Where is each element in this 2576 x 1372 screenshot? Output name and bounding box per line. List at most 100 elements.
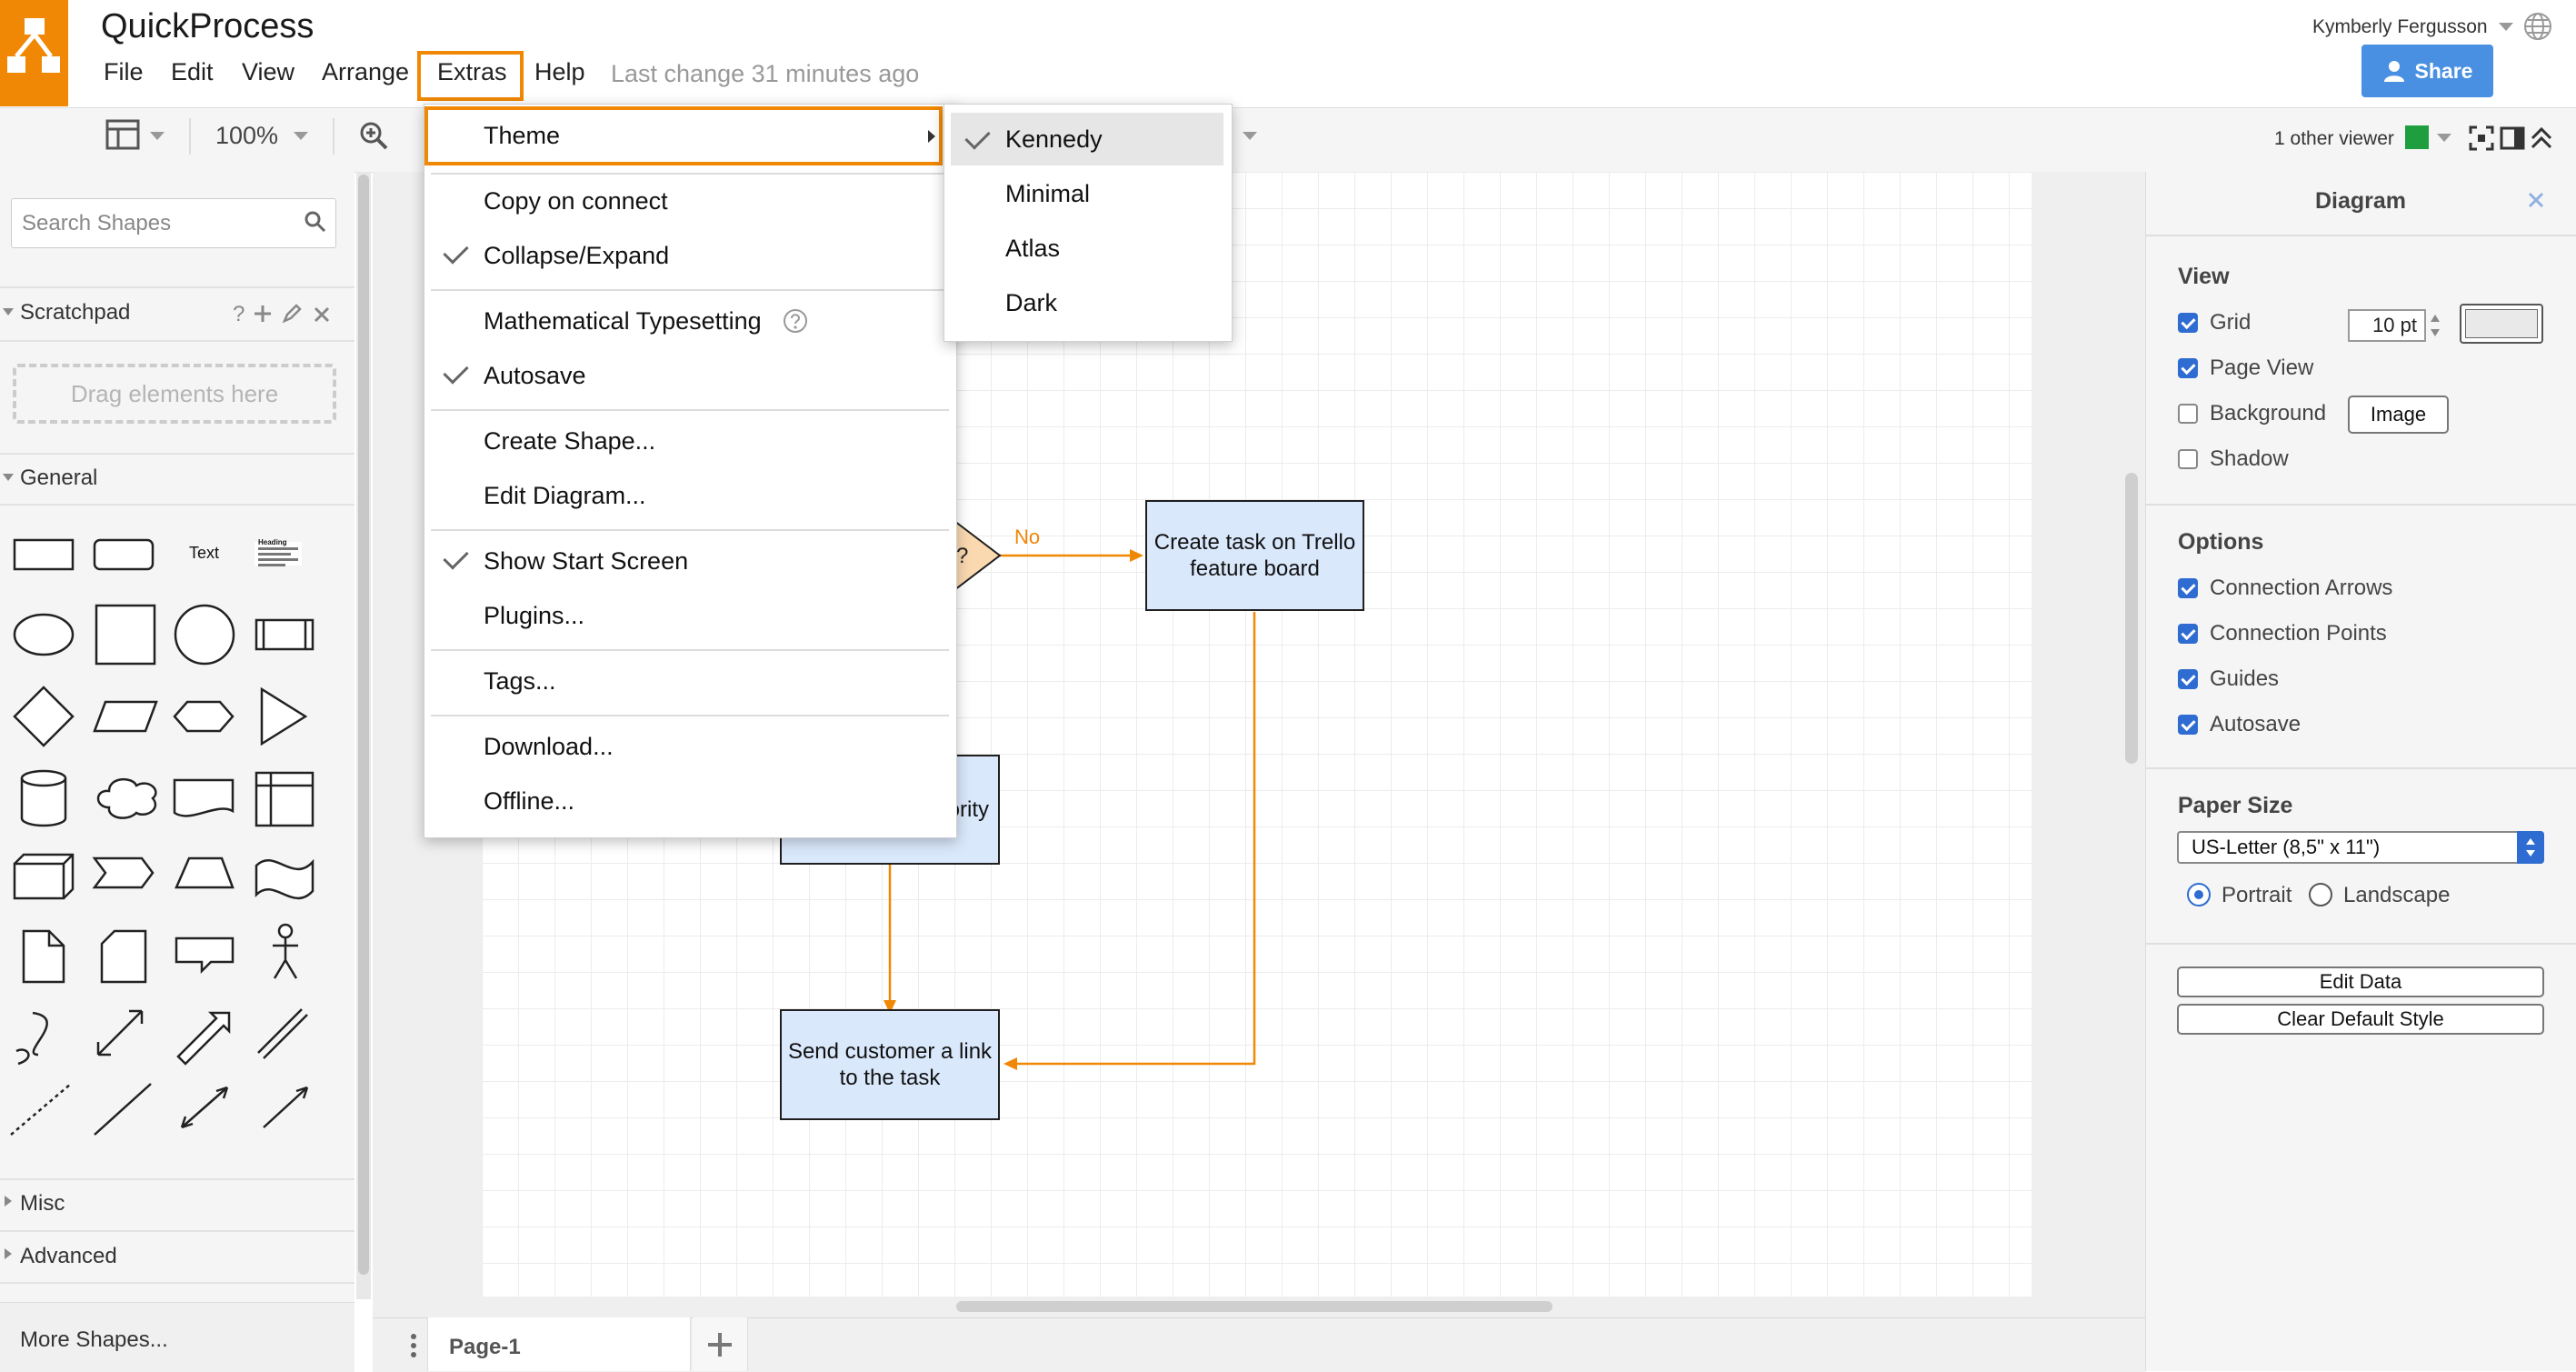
- shape-hexagon[interactable]: [173, 700, 235, 733]
- page-tab-1[interactable]: [427, 1317, 691, 1371]
- menu-edit[interactable]: Edit: [171, 58, 214, 85]
- viewer-dropdown-icon[interactable]: [2436, 133, 2452, 144]
- shape-link[interactable]: [257, 1008, 308, 1059]
- shape-dashed-line[interactable]: [10, 1083, 72, 1136]
- shape-ellipse[interactable]: [13, 613, 75, 656]
- chevron-right-icon[interactable]: [4, 1195, 13, 1207]
- shape-bidirectional-connector[interactable]: [180, 1086, 229, 1129]
- node-create-task[interactable]: Create task on Trello feature board: [1145, 500, 1364, 611]
- search-icon[interactable]: [304, 210, 327, 234]
- chevron-down-icon[interactable]: [2, 307, 15, 316]
- theme-option-dark[interactable]: Dark: [1005, 289, 1058, 316]
- language-globe-icon[interactable]: [2523, 12, 2552, 41]
- grid-size-stepper[interactable]: [2428, 309, 2442, 342]
- shape-diamond[interactable]: [13, 686, 75, 747]
- background-image-button[interactable]: Image: [2348, 396, 2449, 434]
- shape-card[interactable]: [100, 929, 147, 984]
- shape-curve[interactable]: [15, 1011, 48, 1066]
- portrait-radio[interactable]: [2187, 883, 2211, 906]
- panel-layout-icon[interactable]: [105, 119, 142, 150]
- help-icon[interactable]: ?: [233, 302, 245, 326]
- general-section-header[interactable]: General: [20, 466, 98, 490]
- format-panel-toggle-icon[interactable]: [2500, 125, 2525, 151]
- add-icon[interactable]: [253, 304, 273, 324]
- shape-trapezoid[interactable]: [175, 856, 235, 889]
- landscape-radio[interactable]: [2309, 883, 2332, 906]
- shape-callout[interactable]: [175, 936, 235, 975]
- theme-option-atlas[interactable]: Atlas: [1005, 235, 1061, 262]
- shape-parallelogram[interactable]: [93, 700, 158, 733]
- menu-item-theme[interactable]: Theme: [484, 122, 561, 149]
- chevron-right-icon[interactable]: [4, 1247, 13, 1260]
- menu-item-download[interactable]: Download...: [484, 733, 614, 760]
- menu-help[interactable]: Help: [534, 58, 585, 85]
- shape-directional-connector[interactable]: [263, 1086, 309, 1128]
- menu-item-math-typesetting[interactable]: Mathematical Typesetting: [484, 307, 762, 335]
- paper-size-dropdown[interactable]: [2517, 831, 2544, 864]
- grid-size-input[interactable]: 10 pt: [2348, 309, 2426, 342]
- shape-tape[interactable]: [255, 858, 315, 900]
- shape-rounded-rectangle[interactable]: [93, 538, 155, 571]
- connection-arrows-checkbox[interactable]: [2178, 578, 2198, 598]
- edit-pencil-icon[interactable]: [282, 304, 302, 324]
- menu-item-offline[interactable]: Offline...: [484, 787, 575, 815]
- menu-item-collapse-expand[interactable]: Collapse/Expand: [484, 242, 670, 269]
- user-dropdown-icon[interactable]: [2498, 22, 2514, 33]
- grid-checkbox[interactable]: [2178, 313, 2198, 333]
- collapse-up-icon[interactable]: [2529, 125, 2554, 151]
- theme-option-kennedy[interactable]: Kennedy: [1005, 125, 1103, 153]
- page-view-checkbox[interactable]: [2178, 358, 2198, 378]
- connection-points-checkbox[interactable]: [2178, 624, 2198, 644]
- shape-line[interactable]: [94, 1083, 152, 1136]
- chevron-down-icon[interactable]: [149, 131, 165, 142]
- user-name[interactable]: Kymberly Fergusson: [2312, 16, 2488, 37]
- menu-item-edit-diagram[interactable]: Edit Diagram...: [484, 482, 646, 509]
- menu-item-autosave[interactable]: Autosave: [484, 362, 586, 389]
- share-button[interactable]: Share: [2361, 45, 2493, 97]
- menu-view[interactable]: View: [242, 58, 295, 85]
- paper-size-select[interactable]: US-Letter (8,5" x 11"): [2177, 831, 2544, 864]
- shape-triangle[interactable]: [260, 686, 308, 746]
- shape-step[interactable]: [92, 856, 155, 889]
- shape-text[interactable]: Text: [189, 544, 220, 562]
- background-checkbox[interactable]: [2178, 404, 2198, 424]
- shape-actor[interactable]: [273, 923, 298, 979]
- menu-item-show-start-screen[interactable]: Show Start Screen: [484, 547, 689, 575]
- shape-cloud[interactable]: [96, 778, 157, 819]
- close-icon[interactable]: [2527, 191, 2545, 209]
- menu-item-copy-on-connect[interactable]: Copy on connect: [484, 187, 668, 215]
- menu-item-plugins[interactable]: Plugins...: [484, 602, 585, 629]
- sidebar-scrollbar-thumb[interactable]: [358, 175, 369, 1275]
- autosave-checkbox[interactable]: [2178, 715, 2198, 735]
- edit-data-button[interactable]: Edit Data: [2177, 966, 2544, 997]
- zoom-in-icon[interactable]: [358, 120, 389, 151]
- shape-note[interactable]: [22, 929, 65, 984]
- toolbar-dropdown-icon[interactable]: [1242, 131, 1258, 142]
- shape-cylinder[interactable]: [20, 769, 67, 827]
- shape-circle[interactable]: [174, 604, 235, 666]
- menu-item-create-shape[interactable]: Create Shape...: [484, 427, 656, 455]
- viewer-count[interactable]: 1 other viewer: [2274, 128, 2394, 149]
- theme-option-minimal[interactable]: Minimal: [1005, 180, 1091, 207]
- edge-no-label[interactable]: No: [1014, 526, 1041, 548]
- page-menu-icon[interactable]: [409, 1333, 418, 1358]
- shape-square[interactable]: [95, 604, 156, 666]
- shape-document[interactable]: [173, 778, 235, 817]
- close-icon[interactable]: [313, 305, 331, 324]
- search-input[interactable]: [11, 198, 336, 248]
- shape-cube[interactable]: [13, 853, 75, 900]
- fullscreen-icon[interactable]: [2469, 125, 2494, 151]
- document-title[interactable]: QuickProcess: [101, 7, 315, 45]
- app-logo[interactable]: [0, 0, 68, 106]
- advanced-section-header[interactable]: Advanced: [20, 1244, 117, 1268]
- misc-section-header[interactable]: Misc: [20, 1191, 65, 1216]
- chevron-down-icon[interactable]: [2, 473, 15, 482]
- zoom-level[interactable]: 100%: [215, 122, 279, 149]
- menu-item-tags[interactable]: Tags...: [484, 667, 556, 695]
- add-page-button[interactable]: [693, 1317, 748, 1371]
- more-shapes-link[interactable]: More Shapes...: [20, 1327, 168, 1352]
- clear-default-style-button[interactable]: Clear Default Style: [2177, 1004, 2544, 1035]
- menu-arrange[interactable]: Arrange: [322, 58, 410, 85]
- shape-bidirectional-arrow[interactable]: [96, 1009, 144, 1057]
- menu-extras[interactable]: Extras: [437, 58, 507, 85]
